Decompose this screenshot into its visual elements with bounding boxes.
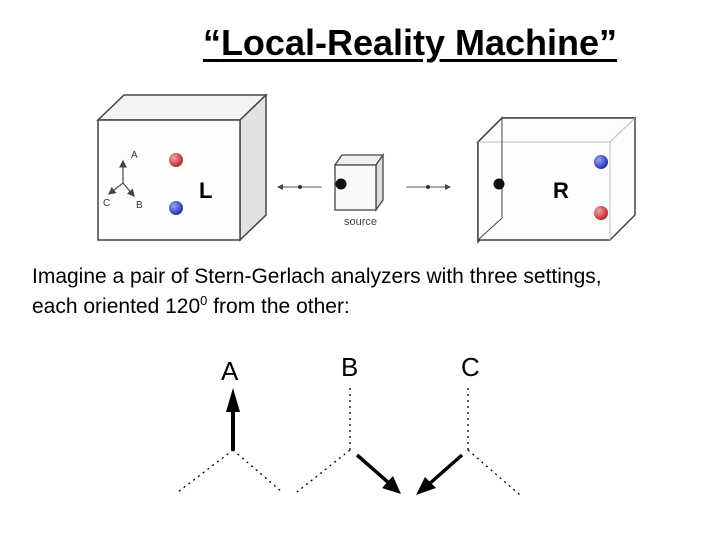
setting-a-diagram xyxy=(177,388,283,493)
axis-label-a: A xyxy=(131,150,138,161)
caption-line-2: each oriented 1200 from the other: xyxy=(32,292,702,322)
particle-beams xyxy=(277,178,505,190)
setting-c-diagram xyxy=(416,385,521,496)
red-ball xyxy=(594,206,608,220)
caption-line-2-suffix: from the other: xyxy=(207,295,350,318)
axes-icon xyxy=(107,159,135,197)
axis-label-b: B xyxy=(136,200,143,211)
right-detector: R xyxy=(476,116,637,244)
title-open-quote: “ xyxy=(202,22,221,63)
caption-line-2-prefix: each oriented 120 xyxy=(32,295,201,318)
blue-ball xyxy=(169,201,183,215)
caption-line-1: Imagine a pair of Stern-Gerlach analyzer… xyxy=(32,265,602,288)
right-particle xyxy=(493,178,505,190)
page-title: “Local-Reality Machine” xyxy=(0,22,720,64)
blue-ball xyxy=(594,155,608,169)
red-ball xyxy=(169,153,183,167)
setting-label-c: C xyxy=(461,352,480,382)
title-text: Local-Reality Machine xyxy=(220,22,600,63)
right-detector-label: R xyxy=(553,178,569,203)
setting-b-diagram xyxy=(296,385,401,494)
setting-diagrams xyxy=(177,385,521,496)
degree-superscript: 0 xyxy=(200,293,208,308)
source-box: source xyxy=(333,152,385,228)
title-close-quote: ” xyxy=(599,22,618,63)
left-detector: A C B L xyxy=(96,93,268,242)
setting-label-a: A xyxy=(221,356,239,386)
setting-label-b: B xyxy=(341,352,359,382)
caption: Imagine a pair of Stern-Gerlach analyzer… xyxy=(32,262,702,322)
left-detector-label: L xyxy=(199,178,212,203)
source-label: source xyxy=(344,216,377,228)
left-particle xyxy=(335,178,347,190)
axis-label-c: C xyxy=(103,198,110,209)
